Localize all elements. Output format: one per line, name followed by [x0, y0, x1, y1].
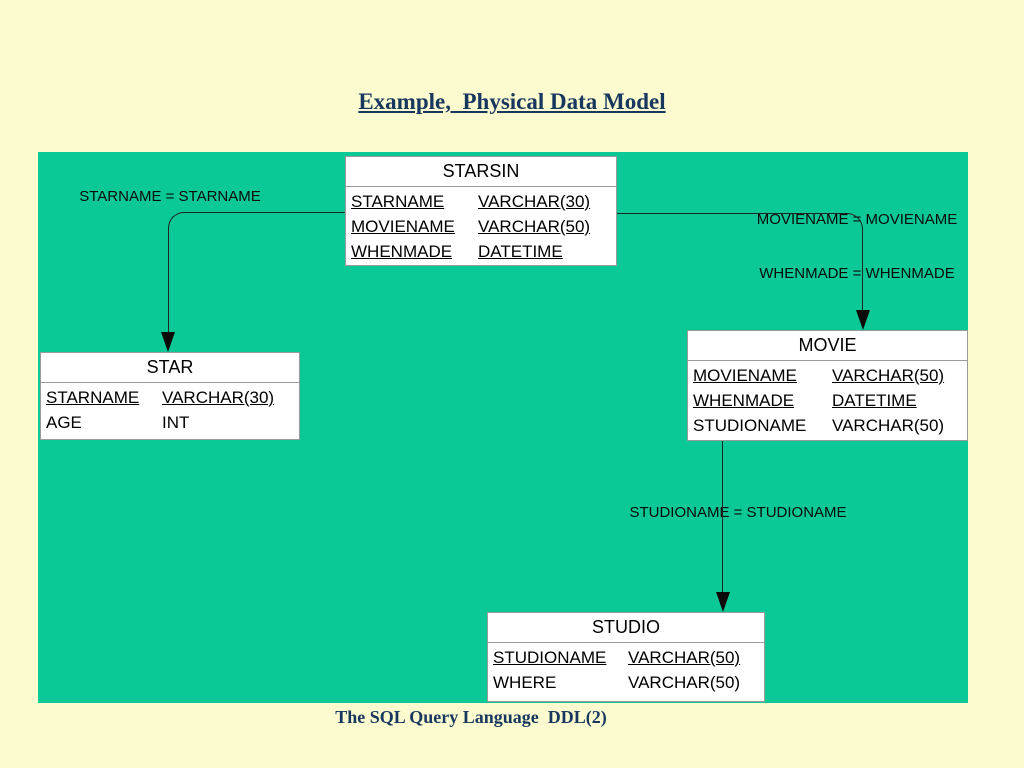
table-star: STAR STARNAME VARCHAR(30) AGE INT: [40, 352, 300, 440]
table-movie-title: MOVIE: [688, 331, 967, 361]
column-type: DATETIME: [832, 391, 917, 410]
join-label-studioname: STUDIONAME = STUDIONAME: [629, 504, 847, 521]
join-label-moviename: MOVIENAME = MOVIENAME: [756, 211, 958, 228]
table-row: STUDIONAME VARCHAR(50): [493, 645, 759, 670]
arrowhead-movie-icon: [856, 310, 870, 330]
column-type: VARCHAR(50): [832, 416, 945, 435]
column-type: VARCHAR(50): [832, 366, 945, 385]
column-name: STUDIONAME: [693, 416, 807, 435]
table-movie: MOVIE MOVIENAME VARCHAR(50) WHENMADE DAT…: [687, 330, 968, 441]
table-row: STUDIONAME VARCHAR(50): [693, 413, 962, 438]
table-studio: STUDIO STUDIONAME VARCHAR(50) WHERE VARC…: [487, 612, 765, 702]
table-row: AGE INT: [46, 410, 294, 435]
join-label-whenmade: WHENMADE = WHENMADE: [759, 265, 955, 282]
column-name: STUDIONAME: [493, 648, 607, 667]
table-row: WHERE VARCHAR(50): [493, 670, 759, 695]
column-name: WHENMADE: [693, 391, 795, 410]
connector-starsin-to-movie: [617, 213, 863, 311]
column-name: MOVIENAME: [351, 217, 455, 236]
column-name: MOVIENAME: [693, 366, 797, 385]
arrowhead-studio-icon: [716, 592, 730, 612]
arrowhead-star-icon: [161, 332, 175, 352]
table-row: STARNAME VARCHAR(30): [351, 189, 611, 214]
join-label-starname: STARNAME = STARNAME: [79, 188, 261, 205]
column-type: VARCHAR(50): [628, 673, 741, 692]
table-row: STARNAME VARCHAR(30): [46, 385, 294, 410]
column-name: STARNAME: [351, 192, 445, 211]
join-label-movie: MOVIENAME = MOVIENAME WHENMADE = WHENMAD…: [757, 175, 957, 301]
table-studio-title: STUDIO: [488, 613, 764, 643]
table-movie-rows: MOVIENAME VARCHAR(50) WHENMADE DATETIME …: [688, 361, 967, 438]
table-star-rows: STARNAME VARCHAR(30) AGE INT: [41, 383, 299, 435]
table-starsin-title: STARSIN: [346, 157, 616, 187]
slide-title: Example, Physical Data Model: [358, 89, 666, 114]
table-star-title: STAR: [41, 353, 299, 383]
column-type: DATETIME: [478, 242, 563, 261]
column-name: WHERE: [493, 673, 557, 692]
column-name: STARNAME: [46, 388, 140, 407]
column-name: WHENMADE: [351, 242, 453, 261]
table-studio-rows: STUDIONAME VARCHAR(50) WHERE VARCHAR(50): [488, 643, 764, 695]
connector-starsin-to-star: [168, 212, 345, 333]
table-row: MOVIENAME VARCHAR(50): [693, 363, 962, 388]
column-name: AGE: [46, 413, 82, 432]
column-type: VARCHAR(50): [478, 217, 591, 236]
column-type: VARCHAR(50): [628, 648, 741, 667]
table-starsin: STARSIN STARNAME VARCHAR(30) MOVIENAME V…: [345, 156, 617, 266]
slide-footer: The SQL Query Language DDL(2): [335, 707, 607, 727]
column-type: INT: [162, 413, 190, 432]
table-row: MOVIENAME VARCHAR(50): [351, 214, 611, 239]
table-row: WHENMADE DATETIME: [351, 239, 611, 264]
connector-movie-to-studio: [722, 441, 723, 593]
table-row: WHENMADE DATETIME: [693, 388, 962, 413]
column-type: VARCHAR(30): [478, 192, 591, 211]
column-type: VARCHAR(30): [162, 388, 275, 407]
table-starsin-rows: STARNAME VARCHAR(30) MOVIENAME VARCHAR(5…: [346, 187, 616, 264]
